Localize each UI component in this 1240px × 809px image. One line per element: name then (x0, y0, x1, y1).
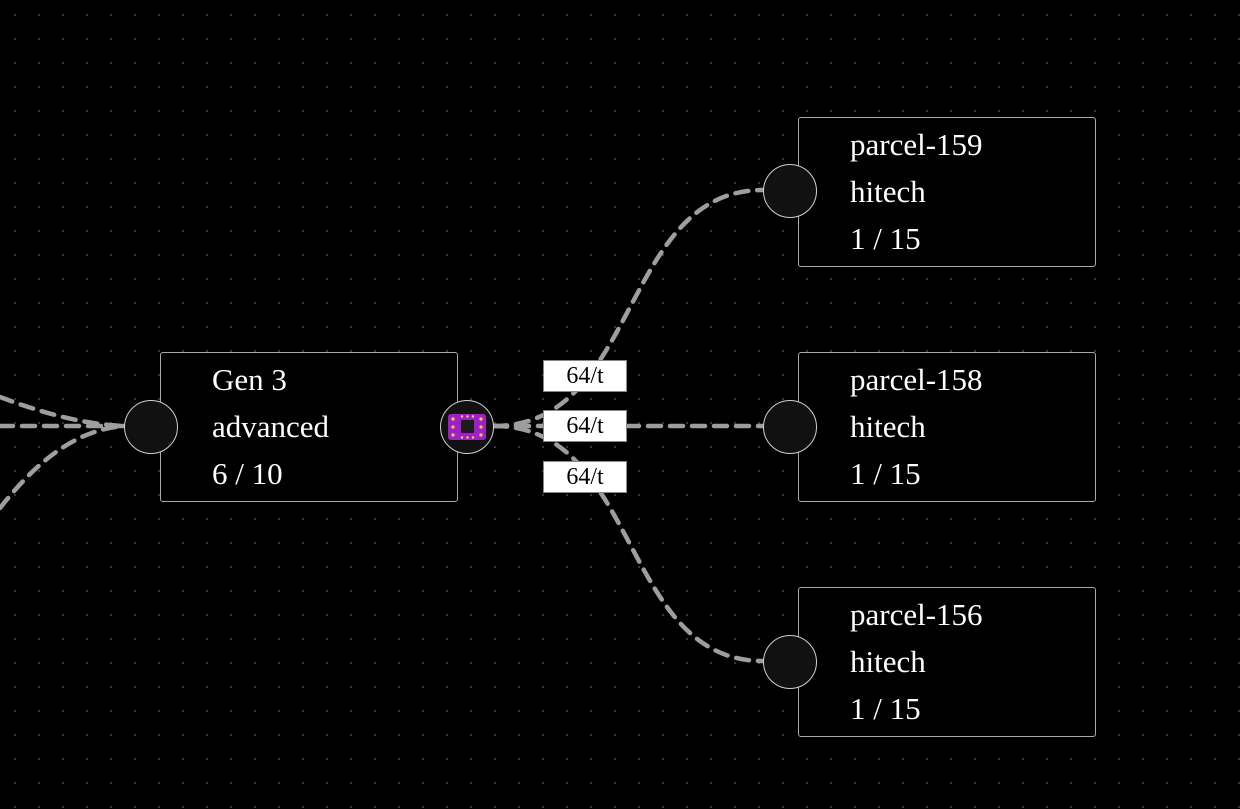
node-parcel-158[interactable]: parcel-158 hitech 1 / 15 (798, 352, 1096, 502)
input-port-parcel-158[interactable] (763, 400, 817, 454)
edge-label-parcel-156: 64/t (543, 461, 627, 493)
node-count: 1 / 15 (850, 221, 921, 256)
node-count: 1 / 15 (850, 456, 921, 491)
chip-icon (448, 414, 486, 440)
node-name: parcel-159 (850, 127, 983, 162)
edge-to-parcel-159[interactable] (491, 187, 766, 429)
incoming-edge-2 (0, 394, 127, 429)
node-tier: hitech (850, 409, 926, 444)
node-name: parcel-156 (850, 597, 983, 632)
input-port-parcel-159[interactable] (763, 164, 817, 218)
node-name: parcel-158 (850, 362, 983, 397)
node-count: 1 / 15 (850, 691, 921, 726)
output-port[interactable] (440, 400, 494, 454)
edge-label-parcel-158: 64/t (543, 410, 627, 442)
node-name: Gen 3 (212, 362, 287, 397)
node-tier: hitech (850, 644, 926, 679)
input-port[interactable] (124, 400, 178, 454)
node-tier: advanced (212, 409, 330, 444)
edge-to-parcel-156[interactable] (491, 423, 766, 664)
input-port-parcel-156[interactable] (763, 635, 817, 689)
incoming-edge-3 (0, 423, 127, 511)
node-parcel-156[interactable]: parcel-156 hitech 1 / 15 (798, 587, 1096, 737)
node-count: 6 / 10 (212, 456, 283, 491)
edge-label-parcel-159: 64/t (543, 360, 627, 392)
node-tier: hitech (850, 174, 926, 209)
node-parcel-159[interactable]: parcel-159 hitech 1 / 15 (798, 117, 1096, 267)
node-gen-3[interactable]: Gen 3 advanced 6 / 10 (160, 352, 458, 502)
